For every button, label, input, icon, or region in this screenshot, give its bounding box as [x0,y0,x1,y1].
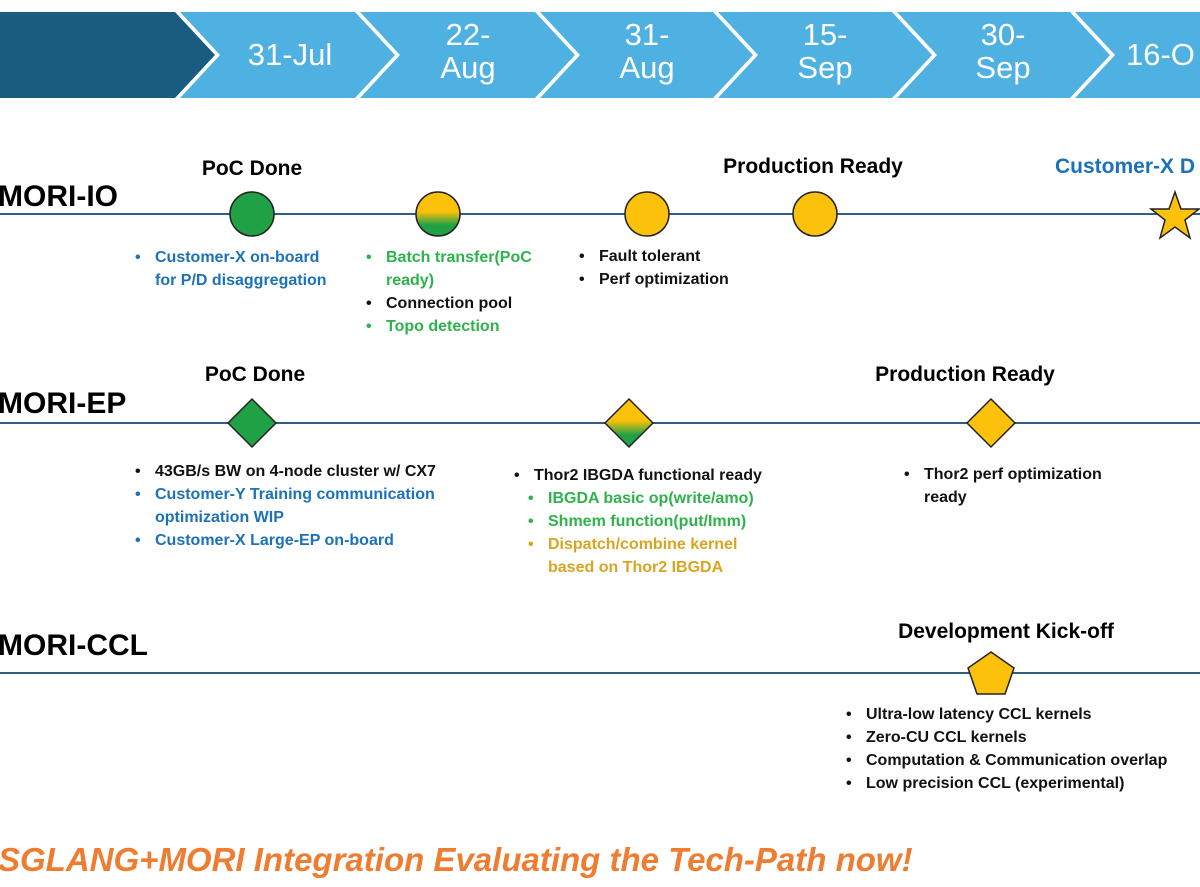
list-item: Computation & Communication overlap [842,749,1167,772]
list-item: Connection pool [362,292,532,315]
timeline-line-ep [0,422,1200,424]
date-chevron-4 [718,12,932,98]
milestone-marker-io-poc [229,191,275,237]
timeline-line-io [0,213,1200,215]
milestone-title-io-production: Production Ready [723,155,903,178]
track-label-mori-ep: MORI-EP [0,387,127,420]
date-label-5: 30- Sep [975,17,1031,85]
footer-banner: SGLANG+MORI Integration Evaluating the T… [0,841,913,878]
milestone-marker-io-batch [415,191,461,237]
list-item: IBGDA basic op(write/amo) [510,487,762,510]
notes-io-poc: Customer-X on-board for P/D disaggregati… [131,246,327,292]
list-item: 43GB/s BW on 4-node cluster w/ CX7 [131,460,436,483]
star-icon [1148,189,1200,240]
list-item: Ultra-low latency CCL kernels [842,703,1167,726]
list-item: Topo detection [362,315,532,338]
date-chevron-2 [360,12,575,98]
milestone-title-io-customer: Customer-X D [1055,155,1196,178]
date-chevron-1 [180,12,395,98]
notes-ep-thor2: Thor2 IBGDA functional ready IBGDA basic… [510,464,762,579]
notes-ccl-kickoff: Ultra-low latency CCL kernels Zero-CU CC… [842,703,1167,795]
list-item: Shmem function(put/Imm) [510,510,762,533]
notes-io-fault: Fault tolerant Perf optimization [575,245,729,291]
list-item: Thor2 IBGDA functional ready [510,464,762,487]
list-item: Customer-X Large-EP on-board [131,529,436,552]
milestone-title-ccl-kickoff: Development Kick-off [898,620,1114,643]
header-start-block [0,12,215,98]
milestone-marker-ep-poc [226,397,278,449]
milestone-title-ep-production: Production Ready [875,363,1055,386]
list-item: Batch transfer(PoC ready) [362,246,532,292]
notes-io-batch: Batch transfer(PoC ready) Connection poo… [362,246,532,338]
date-label-2: 22- Aug [440,17,496,85]
date-label-3: 31- Aug [619,17,675,85]
list-item: Fault tolerant [575,245,729,268]
milestone-marker-io-fault [624,191,670,237]
list-item: Dispatch/combine kernel based on Thor2 I… [510,533,762,579]
date-label-1: 31-Jul [247,37,333,72]
milestone-marker-io-production [792,191,838,237]
date-label-4: 15- Sep [797,17,853,85]
list-item: Thor2 perf optimization ready [900,463,1102,509]
pentagon-icon [967,651,1015,695]
notes-ep-production: Thor2 perf optimization ready [900,463,1102,509]
track-label-mori-io: MORI-IO [0,180,118,213]
date-label-6: 16-O [1126,37,1195,72]
notes-ep-poc: 43GB/s BW on 4-node cluster w/ CX7 Custo… [131,460,436,552]
milestone-title-io-poc: PoC Done [201,157,303,180]
milestone-title-ep-poc: PoC Done [204,363,306,386]
date-chevron-5 [897,12,1110,98]
list-item: Low precision CCL (experimental) [842,772,1167,795]
date-chevron-6 [1075,12,1200,98]
list-item: Zero-CU CCL kernels [842,726,1167,749]
list-item: Customer-Y Training communication optimi… [131,483,436,529]
timeline-line-ccl [0,672,1200,674]
milestone-marker-ep-production [965,397,1017,449]
date-chevron-3 [540,12,753,98]
list-item: Customer-X on-board for P/D disaggregati… [131,246,327,292]
track-label-mori-ccl: MORI-CCL [0,629,148,662]
milestone-marker-ep-thor2 [603,397,655,449]
list-item: Perf optimization [575,268,729,291]
timeline-header [0,12,1200,98]
